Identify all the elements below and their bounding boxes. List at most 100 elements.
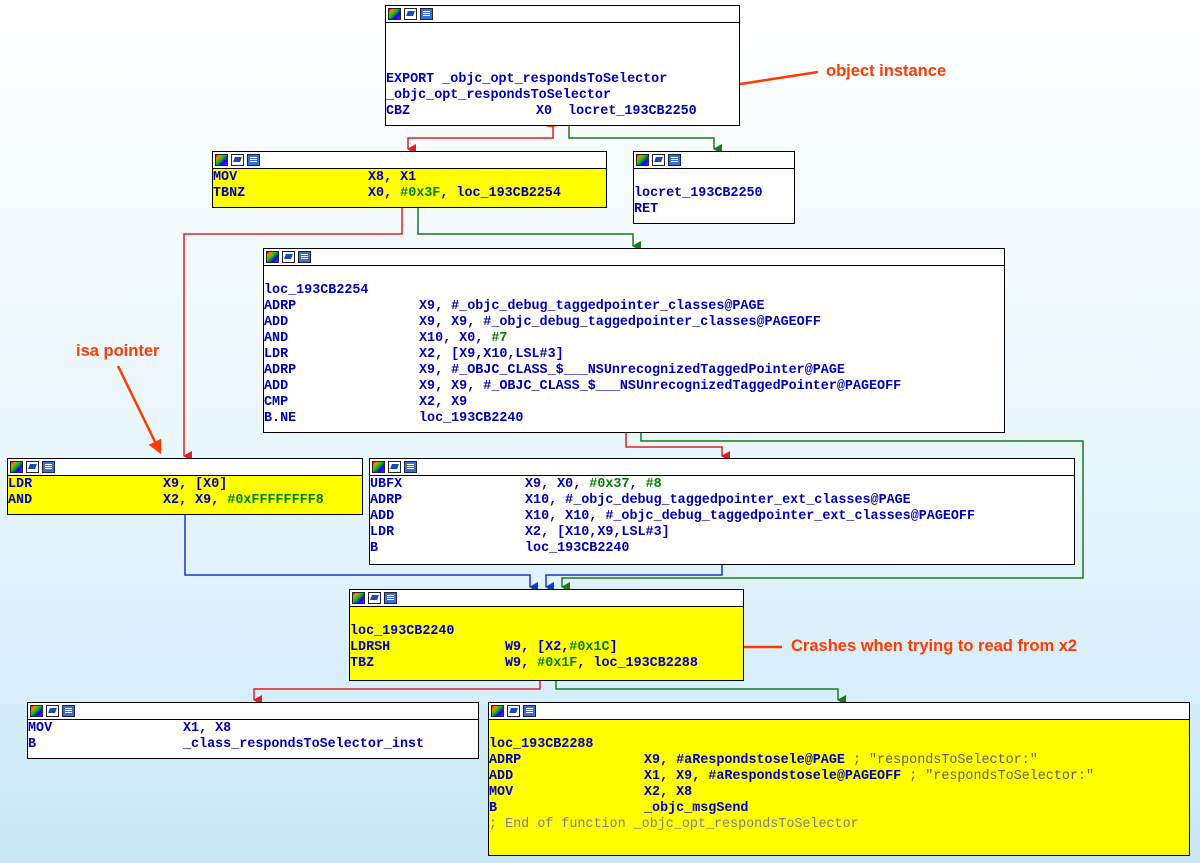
mnemonic: UBFX	[370, 477, 403, 492]
operand-text: X1, X9, #aRespondstosele@PAGEOFF	[644, 769, 910, 784]
label-text: EXPORT _objc_opt_respondsToSelector	[386, 72, 668, 87]
code-line[interactable]: EXPORT _objc_opt_respondsToSelector	[386, 72, 739, 88]
operand-text: X2, X9	[419, 395, 468, 410]
edit-node-icon[interactable]	[282, 251, 295, 263]
code-line[interactable]: ; End of function _objc_opt_respondsToSe…	[489, 817, 1189, 833]
graph-view-icon[interactable]	[491, 705, 504, 717]
text-view-icon[interactable]	[668, 154, 681, 166]
code-line[interactable]: loc_193CB2288	[489, 737, 1189, 753]
edge-loc2240-to-mov-b	[253, 680, 541, 705]
text-view-icon[interactable]	[404, 461, 417, 473]
mnemonic: AND	[264, 331, 289, 346]
operand-text: , loc_193CB2254	[440, 186, 561, 201]
edit-node-icon[interactable]	[388, 461, 401, 473]
operands: X9, X9, #_OBJC_CLASS_$___NSUnrecognizedT…	[419, 379, 901, 394]
mnemonic: LDR	[370, 525, 395, 540]
graph-view-icon[interactable]	[30, 705, 43, 717]
code-line[interactable]: CMP X2, X9	[264, 395, 1004, 411]
edit-node-icon[interactable]	[404, 8, 417, 20]
operands: X2, [X9,X10,LSL#3]	[419, 347, 564, 362]
edit-node-icon[interactable]	[368, 592, 381, 604]
graph-view-icon[interactable]	[636, 154, 649, 166]
node-entry[interactable]: EXPORT _objc_opt_respondsToSelector_objc…	[385, 5, 740, 126]
graph-view-icon[interactable]	[352, 592, 365, 604]
node-titlebar	[264, 249, 1004, 266]
text-view-icon[interactable]	[247, 154, 260, 166]
code-line[interactable]: RET	[634, 202, 659, 217]
text-view-icon[interactable]	[523, 705, 536, 717]
code-line[interactable]: loc_193CB2254	[264, 283, 1004, 299]
operands: X9, #aRespondstosele@PAGE ; "respondsToS…	[644, 753, 1038, 768]
operands: W9, #0x1F, loc_193CB2288	[505, 656, 698, 671]
text-view-icon[interactable]	[298, 251, 311, 263]
graph-view-icon[interactable]	[266, 251, 279, 263]
code-line[interactable]: B_objc_msgSend	[489, 801, 1189, 817]
graph-view-icon[interactable]	[10, 461, 23, 473]
graph-view-icon[interactable]	[372, 461, 385, 473]
edit-node-icon[interactable]	[26, 461, 39, 473]
code-line[interactable]: locret_193CB2250	[634, 186, 794, 202]
edit-node-icon[interactable]	[231, 154, 244, 166]
mnemonic: TBNZ	[213, 186, 246, 201]
mnemonic: CMP	[264, 395, 289, 410]
operands: X2, X8	[644, 785, 692, 800]
graph-view-icon[interactable]	[388, 8, 401, 20]
operand-text: X9, #aRespondstosele@PAGE	[644, 753, 853, 768]
operand-text: , loc_193CB2288	[577, 656, 698, 671]
code-line[interactable]: _objc_opt_respondsToSelector	[386, 88, 739, 104]
graph-view-icon[interactable]	[215, 154, 228, 166]
edit-node-icon[interactable]	[46, 705, 59, 717]
text-view-icon[interactable]	[420, 8, 433, 20]
text-view-icon[interactable]	[62, 705, 75, 717]
operand-text: loc_193CB2240	[525, 541, 630, 556]
edit-node-icon[interactable]	[507, 705, 520, 717]
operand-text: X9, X9, #_objc_debug_taggedpointer_class…	[419, 315, 821, 330]
code-line[interactable]: loc_193CB2240	[350, 624, 743, 640]
node-titlebar	[634, 152, 794, 169]
operand-text: X9, #_objc_debug_taggedpointer_classes@P…	[419, 299, 765, 314]
edge-loc2240-to-loc2288	[555, 680, 846, 705]
node-titlebar	[8, 459, 362, 476]
text-view-icon[interactable]	[42, 461, 55, 473]
edge-entry-to-locret	[568, 124, 722, 154]
operand-text: W9,	[505, 656, 538, 671]
text-view-icon[interactable]	[384, 592, 397, 604]
mnemonic: B	[489, 801, 498, 816]
code-line[interactable]: B_class_respondsToSelector_inst	[28, 737, 478, 753]
edit-node-icon[interactable]	[652, 154, 665, 166]
